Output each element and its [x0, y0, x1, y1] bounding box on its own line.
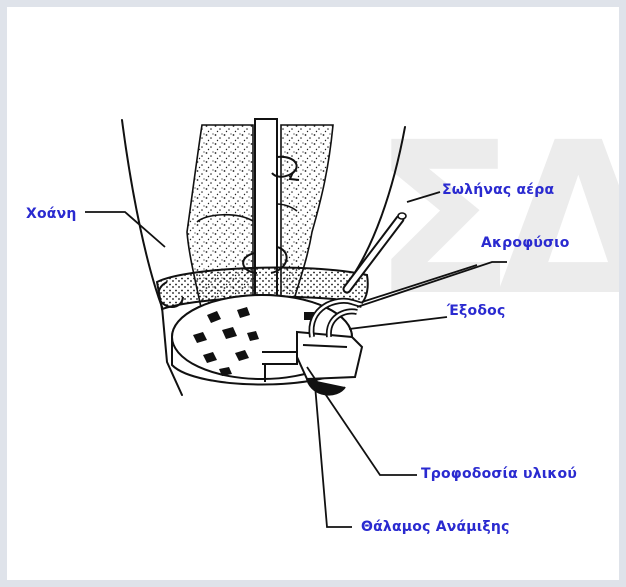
label-nozzle: Ακροφύσιο	[481, 235, 570, 251]
label-mixing-chamber: Θάλαμος Ανάμιξης	[361, 519, 510, 535]
label-material-feed: Τροφοδοσία υλικού	[421, 466, 577, 482]
label-exit: Έξοδος	[447, 303, 505, 319]
label-funnel: Χοάνη	[26, 206, 77, 222]
label-air-hose: Σωλήνας αέρα	[442, 182, 554, 198]
svg-text:Δ: Δ	[497, 97, 619, 342]
mixing-chamber-diagram: Σ Δ	[7, 7, 619, 580]
diagram-frame: Σ Δ	[7, 7, 619, 580]
